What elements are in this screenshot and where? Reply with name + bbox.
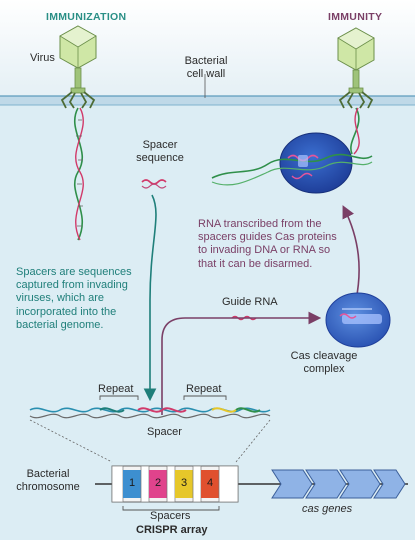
virus-label: Virus <box>30 52 55 64</box>
virus-left-icon <box>59 25 97 109</box>
spacer-number-3: 3 <box>180 477 188 489</box>
cas-genes-label: cas genes <box>302 503 353 515</box>
cas-complex-label: Cas cleavage complex <box>290 350 358 376</box>
virus-right-icon <box>337 27 375 109</box>
repeat-label-right: Repeat <box>186 383 222 395</box>
targeting-arrow <box>342 205 360 301</box>
spacer-sequence-label: Spacer sequence <box>136 139 184 165</box>
spacers-bracket <box>122 506 220 511</box>
viral-dna-strand-right <box>350 107 360 155</box>
spacers-label: Spacers <box>150 510 191 522</box>
rna-explanation: RNA transcribed from the spacers guides … <box>198 218 337 270</box>
acquisition-arrow <box>143 194 157 402</box>
repeat-label-left: Repeat <box>98 383 134 395</box>
spacer-slot-1 <box>123 470 141 498</box>
cas-complex-target <box>211 132 373 194</box>
spacer-sequence-icon <box>141 179 167 189</box>
crispr-locus-dna <box>29 407 271 419</box>
cas-genes <box>271 469 406 499</box>
guide-rna-label: Guide RNA <box>222 296 278 308</box>
transcription-arrow <box>161 311 322 415</box>
crispr-array-label: CRISPR array <box>136 524 208 536</box>
repeat-bracket-right <box>183 395 227 400</box>
cas-cleavage-complex-icon <box>325 292 391 348</box>
crispr-array <box>111 465 239 503</box>
spacer-label: Spacer <box>147 426 182 438</box>
spacer-slot-3 <box>175 470 193 498</box>
spacer-slot-4 <box>201 470 219 498</box>
spacers-explanation: Spacers are sequences captured from inva… <box>16 266 132 331</box>
chromosome-label: Bacterial chromosome <box>16 468 80 494</box>
spacer-number-1: 1 <box>128 477 136 489</box>
spacer-number-4: 4 <box>206 477 214 489</box>
immunity-header: IMMUNITY <box>328 11 383 23</box>
cell-wall-label: Bacterial cell wall <box>184 55 228 81</box>
repeat-bracket-left <box>99 395 139 400</box>
immunization-header: IMMUNIZATION <box>46 11 127 23</box>
spacer-slot-2 <box>149 470 167 498</box>
spacer-number-2: 2 <box>154 477 162 489</box>
viral-dna-strand <box>73 107 84 241</box>
cell-wall <box>0 96 415 105</box>
